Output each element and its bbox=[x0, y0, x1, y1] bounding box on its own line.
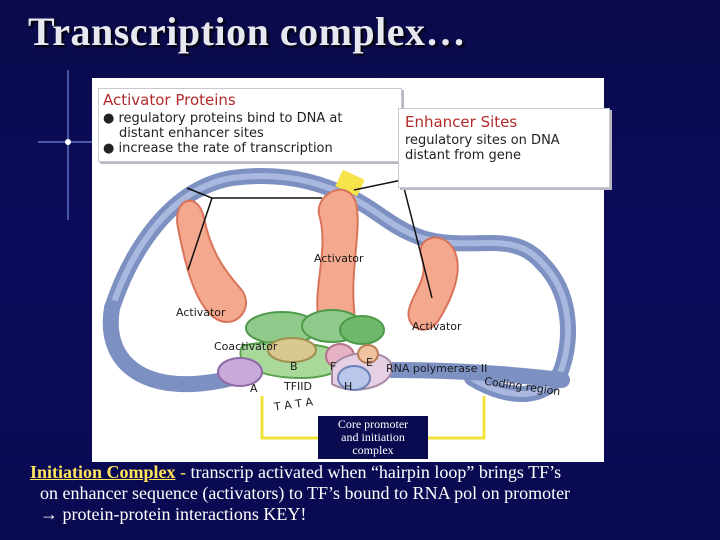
label-f: F bbox=[330, 360, 337, 373]
enhancer-box-heading: Enhancer Sites bbox=[405, 113, 518, 131]
core-promoter-line3: complex bbox=[352, 443, 394, 457]
label-rna-polymerase: RNA polymerase II bbox=[386, 362, 488, 375]
label-activator-right: Activator bbox=[412, 320, 462, 333]
caption-line1: Initiation Complex - transcrip activated… bbox=[30, 462, 690, 483]
label-e: E bbox=[366, 356, 373, 369]
caption-line3: → protein-protein interactions KEY! bbox=[40, 504, 307, 524]
activator-box-bullet1-cont: distant enhancer sites bbox=[119, 126, 264, 141]
activator-protein-left bbox=[176, 199, 247, 323]
label-tfiid: TFIID bbox=[284, 380, 313, 393]
caption-text1: transcrip activated when “hairpin loop” … bbox=[190, 462, 562, 482]
dna-coding bbox=[384, 362, 570, 388]
label-h: H bbox=[344, 380, 353, 393]
label-activator-top: Activator bbox=[314, 252, 364, 265]
activator-pointer bbox=[186, 187, 322, 271]
diagram-panel: Activator Proteins ● regulatory proteins… bbox=[92, 78, 610, 462]
caption: Initiation Complex - transcrip activated… bbox=[30, 462, 690, 525]
label-activator-left: Activator bbox=[176, 306, 226, 319]
enhancer-pointer bbox=[353, 179, 433, 299]
core-promoter-line2: and initiation bbox=[341, 430, 405, 444]
tf-e bbox=[357, 344, 379, 364]
tf-b bbox=[267, 337, 317, 363]
enhancer-sites-box: Enhancer Sites regulatory sites on DNA d… bbox=[398, 108, 610, 188]
activator-protein-right bbox=[407, 236, 459, 331]
activator-box-heading: Activator Proteins bbox=[103, 91, 236, 109]
activator-protein-center bbox=[316, 188, 359, 333]
core-promoter-label: Core promoter and initiation complex bbox=[318, 416, 428, 459]
enhancer-box-line1: regulatory sites on DNA bbox=[405, 133, 560, 148]
caption-line2: on enhancer sequence (activators) to TF’… bbox=[40, 483, 571, 503]
dna-lower bbox=[102, 300, 260, 393]
label-a: A bbox=[250, 382, 258, 395]
label-coactivator: Coactivator bbox=[214, 340, 278, 353]
tf-h bbox=[337, 365, 371, 391]
enhancer-box-line2: distant from gene bbox=[405, 148, 522, 163]
tf-a bbox=[217, 357, 263, 387]
coactivator-3 bbox=[339, 315, 385, 345]
activator-box-bullet2: ● increase the rate of transcription bbox=[103, 141, 333, 156]
label-b: B bbox=[290, 360, 298, 373]
diagram-illustration bbox=[102, 168, 576, 440]
activator-box-bullet1: ● regulatory proteins bind to DNA at bbox=[103, 111, 343, 126]
sparkle-decoration bbox=[38, 70, 98, 220]
core-promoter-line1: Core promoter bbox=[337, 417, 409, 431]
activator-proteins-box: Activator Proteins ● regulatory proteins… bbox=[98, 88, 402, 162]
caption-term: Initiation Complex bbox=[30, 462, 176, 482]
caption-dash: - bbox=[175, 462, 191, 482]
slide-title: Transcription complex… bbox=[28, 9, 467, 54]
